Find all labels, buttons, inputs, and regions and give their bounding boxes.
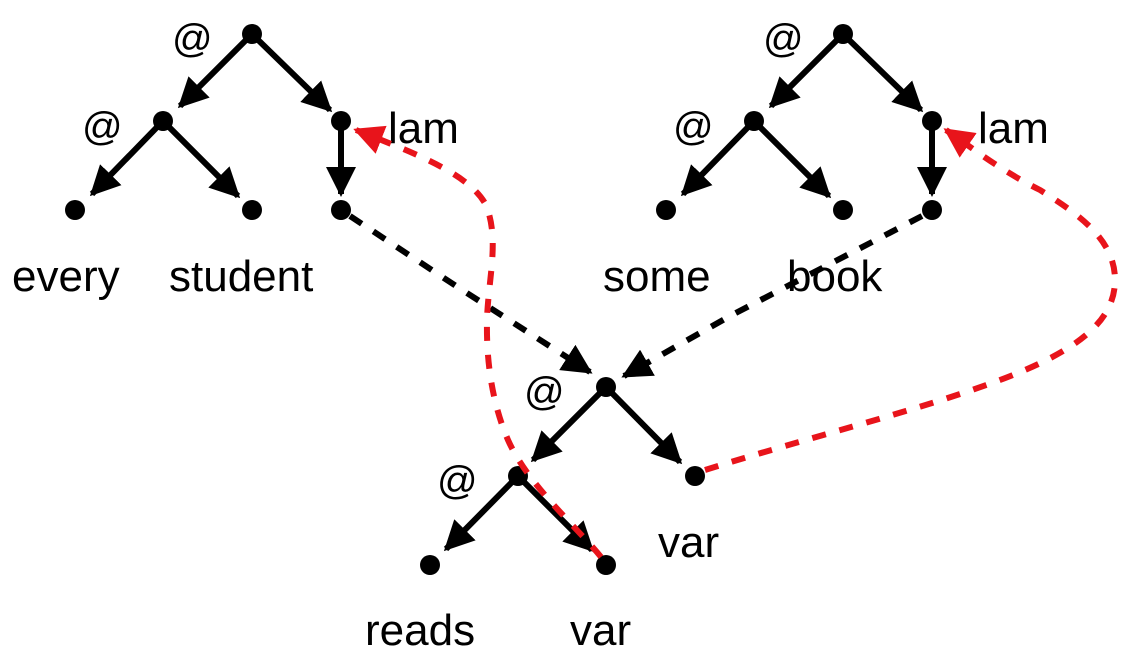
inner-at-label: @ — [82, 105, 123, 149]
node-root — [833, 24, 853, 44]
edge-inner-to-some — [680, 118, 757, 197]
binding-var-to-lam-every — [353, 125, 604, 559]
edge-inner-to-every — [89, 118, 166, 197]
link-student-body-to-root — [348, 213, 593, 375]
leaf-reads-label: reads — [365, 606, 475, 655]
edge-root-to-inner — [768, 31, 846, 109]
edge-inner-to-reads — [443, 473, 521, 552]
binding-var-to-lam-some — [704, 127, 1119, 473]
node-inner — [153, 111, 173, 131]
var-right-label: var — [658, 518, 719, 567]
edge-root-to-var — [603, 384, 683, 465]
lam-label: lam — [978, 104, 1049, 153]
edge-root-to-lam — [249, 31, 333, 113]
root-at-label: @ — [524, 370, 565, 414]
node-inner — [744, 111, 764, 131]
node-var-left — [596, 555, 616, 575]
node-var-right — [685, 466, 705, 486]
lam-label: lam — [388, 104, 459, 153]
node-book — [833, 200, 853, 220]
node-root — [596, 377, 616, 397]
node-reads — [420, 555, 440, 575]
root-at-label: @ — [172, 17, 213, 61]
leaf-var-label: var — [570, 606, 631, 655]
leaf-some-label: some — [603, 252, 711, 301]
node-lam-body — [922, 200, 942, 220]
edge-root-to-lam — [840, 31, 924, 113]
node-lam-body — [331, 200, 351, 220]
edge-inner-to-book — [751, 118, 832, 199]
node-some — [656, 200, 676, 220]
tree-some-book: @ @ lam some book — [603, 17, 1049, 301]
inner-at-label: @ — [673, 105, 714, 149]
node-lam — [331, 111, 351, 131]
edge-inner-to-student — [160, 118, 241, 199]
tree-every-student: @ @ lam every student — [12, 17, 459, 301]
leaf-every-label: every — [12, 252, 120, 301]
inner-at-label: @ — [437, 459, 478, 503]
node-root — [242, 24, 262, 44]
edge-inner-to-var — [515, 473, 595, 553]
node-lam — [922, 111, 942, 131]
leaf-student-label: student — [169, 252, 313, 301]
tree-reads: @ @ var reads var — [365, 370, 719, 655]
root-at-label: @ — [763, 17, 804, 61]
node-student — [242, 200, 262, 220]
edge-root-to-inner — [177, 31, 255, 109]
node-every — [65, 200, 85, 220]
edge-root-to-inner — [530, 384, 609, 463]
